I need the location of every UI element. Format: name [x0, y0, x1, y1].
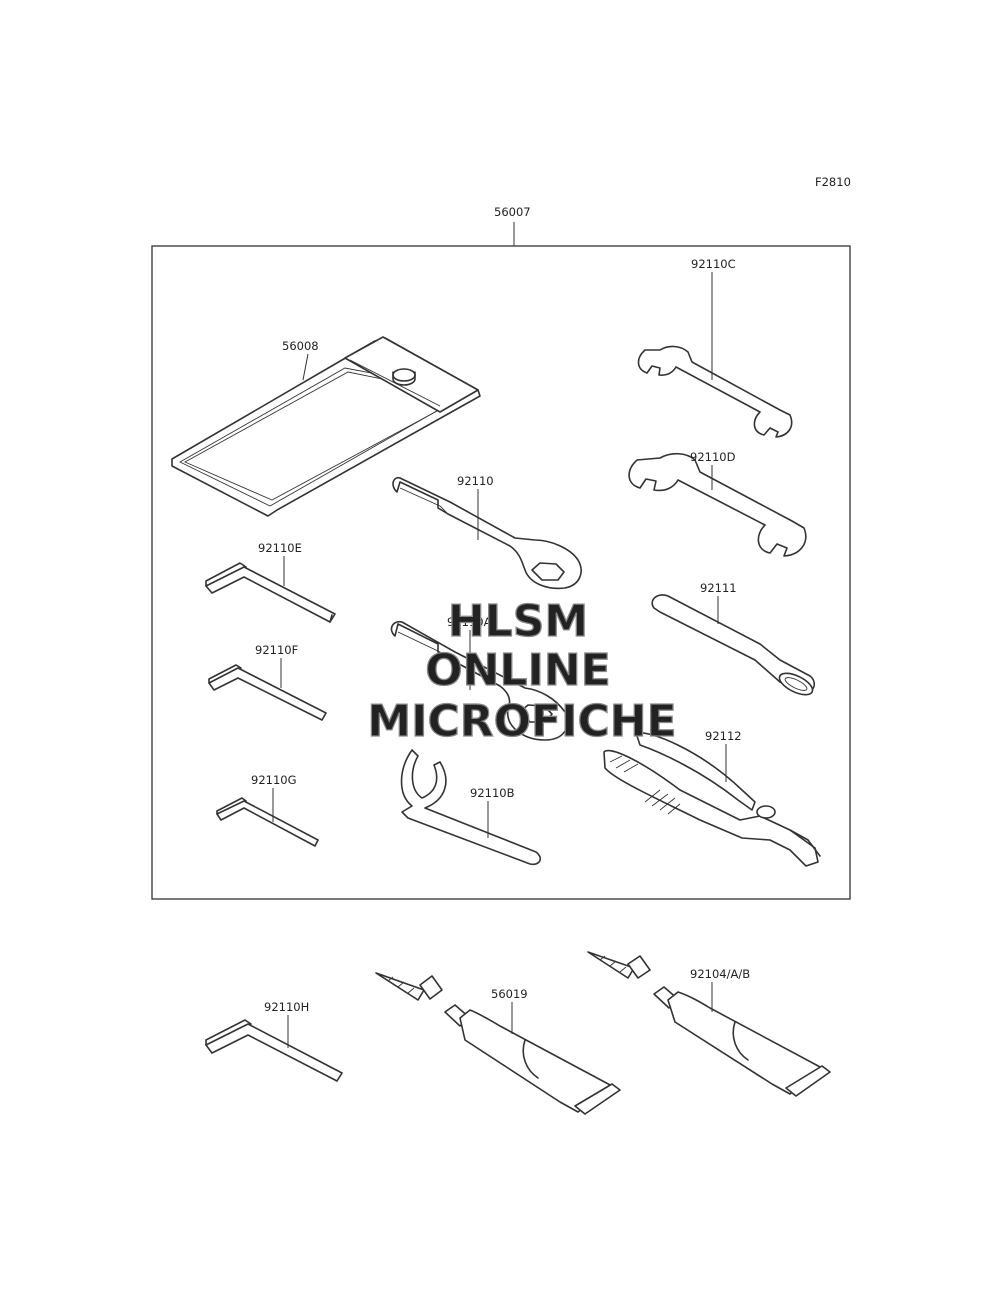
kit-box	[151, 245, 851, 900]
ring-wrench-drawing	[392, 476, 582, 590]
watermark: HLSM ONLINE MICROFICHE	[367, 595, 678, 747]
handle-bar-drawing	[651, 594, 816, 696]
open-end-wrench-d-drawing	[628, 452, 807, 557]
label-hook-spanner-b: 92110B	[470, 786, 515, 800]
label-hex-e: 92110E	[258, 541, 302, 555]
open-end-wrench-c-drawing	[637, 345, 793, 438]
watermark-line-1: HLSM	[448, 596, 588, 647]
label-tube-1: 56019	[491, 987, 528, 1001]
tool-pouch-drawing	[171, 336, 481, 517]
label-wrench-d: 92110D	[690, 450, 736, 464]
label-ring-wrench: 92110	[457, 474, 494, 488]
label-pliers: 92112	[705, 729, 742, 743]
label-ring-wrench-a: 92110A	[447, 615, 492, 629]
label-hex-f: 92110F	[255, 643, 298, 657]
hex-key-h-drawing	[205, 1019, 343, 1082]
hex-key-f-drawing	[208, 664, 327, 721]
label-hex-h: 92110H	[264, 1000, 309, 1014]
pliers-drawing	[603, 731, 821, 867]
ring-wrench-a-drawing	[390, 620, 569, 741]
hook-spanner-b-drawing	[400, 749, 542, 866]
label-wrench-c: 92110C	[691, 257, 736, 271]
label-handle: 92111	[700, 581, 737, 595]
watermark-line-2: ONLINE	[425, 645, 611, 696]
leader-pouch	[302, 353, 309, 381]
label-pouch: 56008	[282, 339, 319, 353]
figure-code: F2810	[815, 175, 851, 189]
kit-label: 56007	[494, 205, 531, 219]
hex-key-e-drawing	[205, 562, 336, 623]
label-hex-g: 92110G	[251, 773, 297, 787]
hex-key-g-drawing	[216, 797, 319, 847]
grease-tube-2-drawing	[587, 951, 831, 1097]
grease-tube-1-drawing	[375, 972, 621, 1115]
watermark-line-3: MICROFICHE	[367, 696, 676, 747]
label-tube-2: 92104/A/B	[690, 967, 750, 981]
